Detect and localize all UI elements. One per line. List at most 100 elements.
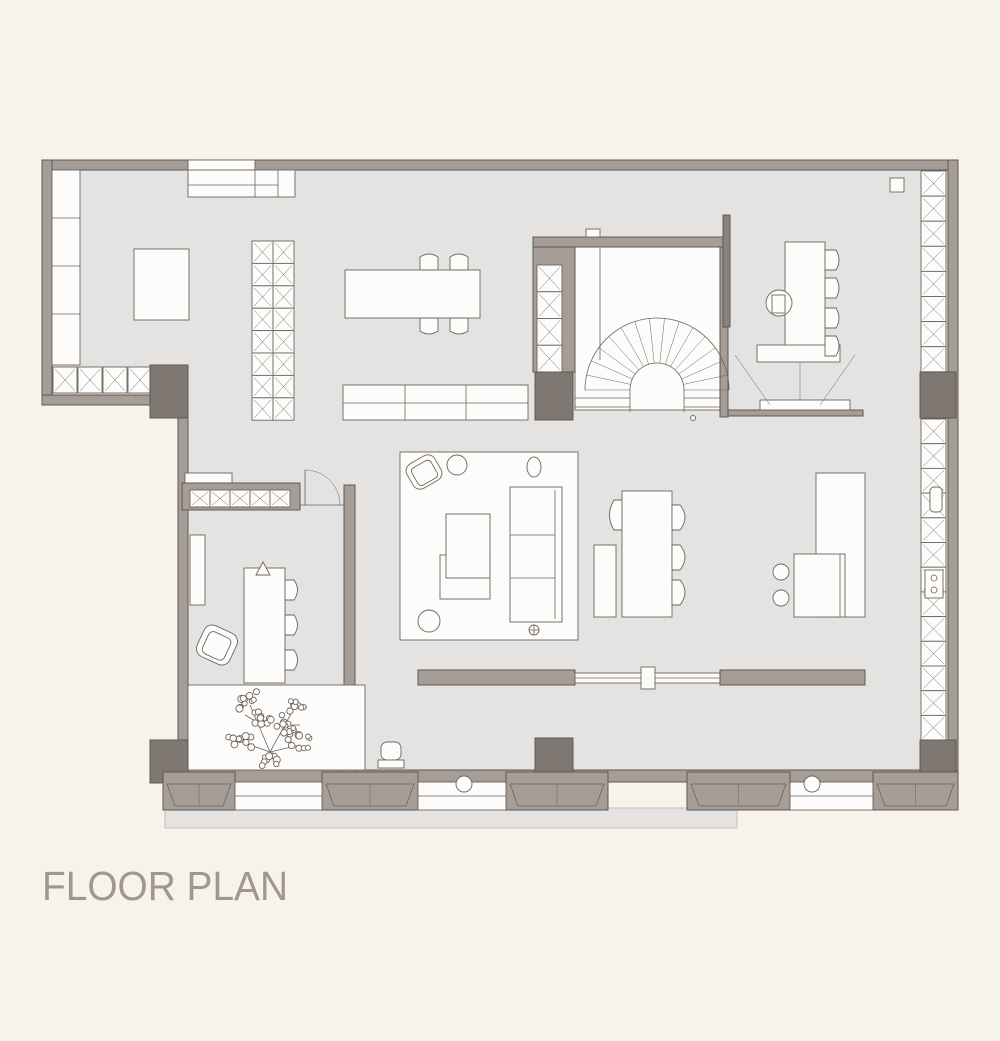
cabinet-unit xyxy=(536,344,563,373)
kitchen-island-right xyxy=(772,472,866,618)
counter-ledge xyxy=(759,399,851,411)
cabinet-unit xyxy=(920,640,947,667)
cabinet-unit xyxy=(920,616,947,642)
terrace-strip xyxy=(164,807,738,829)
bar-stool xyxy=(824,335,840,357)
wall-kitchen-bottom xyxy=(727,409,864,417)
tree-leaf xyxy=(298,704,305,711)
shelf-cell xyxy=(272,330,295,354)
spiral-staircase xyxy=(575,317,730,412)
shelf-cell xyxy=(272,374,295,399)
tree-leaf xyxy=(235,704,244,713)
wall-left-lower xyxy=(177,404,189,746)
cabinet-unit xyxy=(102,366,128,394)
cabinet-unit xyxy=(920,346,947,373)
shelf-cell xyxy=(272,262,295,287)
tree-leaf xyxy=(304,744,311,751)
kitchen-counter-top-right xyxy=(727,241,864,417)
dining-set-right xyxy=(593,490,686,618)
wall-right xyxy=(947,159,959,776)
tree-leaf xyxy=(251,719,259,727)
tree-leaf xyxy=(230,740,239,749)
bench xyxy=(593,544,617,618)
shelf-cell xyxy=(251,285,274,309)
tree-leaf xyxy=(250,696,257,703)
wall-top xyxy=(41,159,959,171)
shelf-cell xyxy=(272,240,295,264)
chair xyxy=(284,579,298,601)
stair-step xyxy=(659,318,665,364)
study-room xyxy=(181,469,405,776)
island-extension xyxy=(793,553,846,618)
bar-stool xyxy=(772,563,790,581)
tree-leaf xyxy=(229,734,237,742)
tree-leaf xyxy=(247,743,256,752)
stair-step xyxy=(678,347,716,375)
partition-right xyxy=(719,669,866,686)
small-square-column xyxy=(889,177,905,193)
tree-leaf xyxy=(239,694,247,702)
bay-window xyxy=(872,771,959,811)
top-window-bench xyxy=(187,159,296,198)
armchair xyxy=(196,624,238,666)
desk xyxy=(243,567,286,684)
wardrobe xyxy=(51,169,81,366)
cabinet-unit xyxy=(920,245,947,272)
bookshelf xyxy=(189,534,206,606)
tree-leaf xyxy=(273,722,281,730)
ottoman xyxy=(445,513,491,579)
cabinet-unit xyxy=(249,489,271,508)
armchair xyxy=(405,454,443,490)
side-table xyxy=(526,456,542,478)
bar-stool xyxy=(824,249,840,271)
cabinet-unit xyxy=(209,489,231,508)
wall-stair-top xyxy=(532,236,729,248)
sink xyxy=(929,486,943,513)
square-table xyxy=(133,248,190,321)
cabinet-unit xyxy=(536,318,563,346)
cabinet-unit xyxy=(920,542,947,568)
cooktop xyxy=(924,569,944,599)
tree-leaf xyxy=(295,731,304,740)
round-stool xyxy=(455,775,473,793)
tree-leaf xyxy=(245,691,254,700)
tree-leaf xyxy=(305,733,311,740)
cabinet-unit xyxy=(920,321,947,348)
stair-step xyxy=(649,318,655,364)
cabinet-unit xyxy=(920,170,947,197)
bay-window xyxy=(505,771,609,811)
shelf-cell xyxy=(251,262,274,287)
tree-leaf xyxy=(286,707,294,715)
stool xyxy=(377,741,405,769)
floor-plan-title: FLOOR PLAN xyxy=(42,863,288,909)
stair-up-marker xyxy=(690,415,696,421)
tree-leaf xyxy=(284,736,292,744)
stair-step xyxy=(620,327,644,367)
stair-step xyxy=(591,360,633,380)
bay-window xyxy=(162,771,236,811)
floor-lamp xyxy=(528,624,540,636)
column xyxy=(149,364,189,419)
shelf-cell xyxy=(272,352,295,376)
stair-step xyxy=(681,360,723,380)
left-built-in-cabinet xyxy=(51,169,81,366)
shelf-cell xyxy=(272,307,295,332)
chair xyxy=(419,253,439,271)
tree-leaf xyxy=(242,738,250,746)
breakfast-bar xyxy=(756,344,841,363)
cabinet-unit xyxy=(229,489,251,508)
tree-leaf xyxy=(290,725,297,732)
tree-leaf xyxy=(278,712,286,719)
stair-room xyxy=(574,246,721,411)
stair-step xyxy=(670,327,694,367)
bar-stool xyxy=(772,589,790,607)
tree-leaf xyxy=(292,698,299,706)
bar-stool xyxy=(824,307,840,329)
cabinet-unit xyxy=(269,489,291,508)
cabinet-unit xyxy=(127,366,153,394)
tree-leaf xyxy=(252,688,260,696)
shelf-cell xyxy=(251,397,274,421)
shelf-cell xyxy=(251,240,274,264)
cabinet-unit xyxy=(536,291,563,319)
stair-step xyxy=(674,336,706,371)
